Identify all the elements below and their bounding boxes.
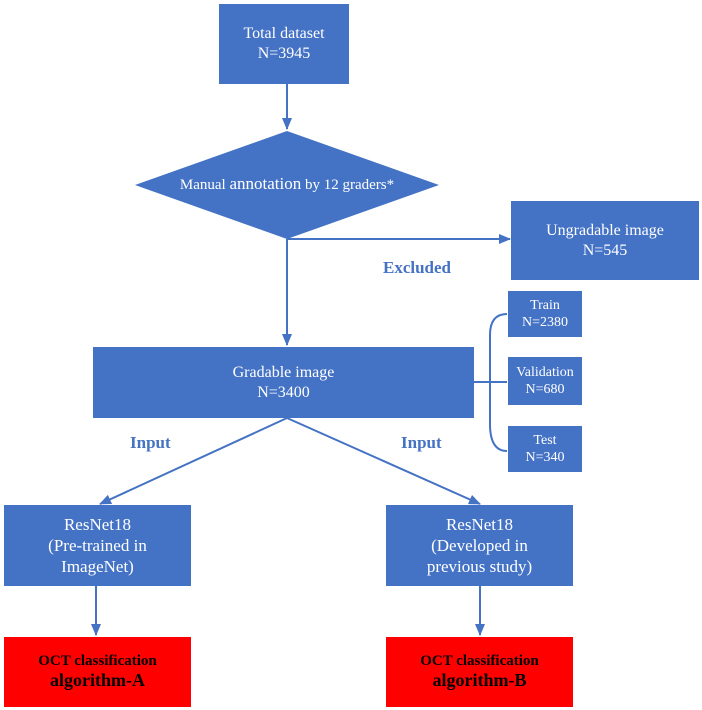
resnet-b-box: ResNet18 (Developed in previous study) [386,505,573,586]
decision-diamond [135,131,439,239]
total-dataset-box: Total dataset N=3945 [219,4,349,84]
resnet-b-line2: (Developed in [431,535,528,555]
input-label-left: Input [130,433,171,452]
split-validation-count: N=680 [525,382,565,397]
resnet-a-line3: ImageNet) [61,557,134,577]
resnet-a-line1: ResNet18 [63,514,132,534]
resnet-b-line3: previous study) [426,557,533,577]
split-test-title: Test [533,432,557,448]
algorithm-b-line2: algorithm-B [432,670,527,691]
split-train-title: Train [530,297,560,313]
ungradable-box: Ungradable image N=545 [511,201,699,280]
split-train-count: N=2380 [521,315,568,330]
decision-label: Manual annotation by 12 graders* [150,174,424,194]
split-bracket [489,313,508,452]
algorithm-b-box: OCT classification algorithm-B [386,637,573,707]
ungradable-count: N=545 [582,241,628,259]
resnet-a-line2: (Pre-trained in [48,535,147,555]
algorithm-a-box: OCT classification algorithm-A [4,637,191,707]
algorithm-b-line1: OCT classification [420,653,539,670]
decision-label-prefix: Manual [179,177,230,193]
excluded-label: Excluded [383,258,452,277]
split-test-box: Test N=340 [508,426,582,472]
input-label-right: Input [401,433,442,452]
total-dataset-count: N=3945 [257,45,311,62]
split-train-box: Train N=2380 [508,291,582,337]
decision-label-suffix: by 12 graders* [301,177,395,193]
gradable-box: Gradable image N=3400 [93,347,474,418]
decision-label-emph: annotation [229,174,302,193]
resnet-b-line1: ResNet18 [445,514,514,534]
gradable-count: N=3400 [257,383,310,401]
algorithm-a-line1: OCT classification [38,653,157,670]
gradable-title: Gradable image [232,363,335,381]
split-test-count: N=340 [525,450,565,465]
total-dataset-title: Total dataset [243,25,325,42]
algorithm-a-line2: algorithm-A [50,670,145,691]
split-validation-box: Validation N=680 [508,357,582,405]
split-validation-title: Validation [516,364,574,380]
arrow-gradable-to-resnet-a [99,417,288,505]
resnet-a-box: ResNet18 (Pre-trained in ImageNet) [4,505,191,586]
arrow-gradable-to-resnet-b [286,417,481,505]
ungradable-title: Ungradable image [546,221,664,239]
